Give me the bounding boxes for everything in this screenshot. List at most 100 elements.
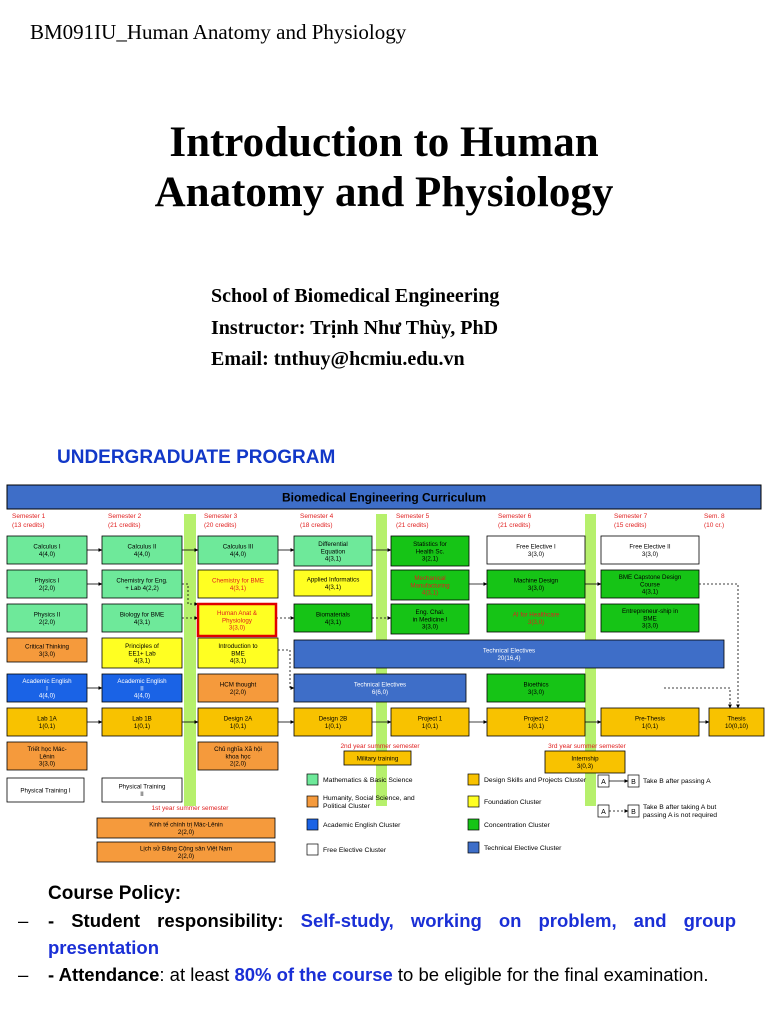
course-label: Health Sc. [416,548,445,555]
course-box [197,569,279,599]
course-label: 1(0,1) [134,723,150,730]
summer-label: 3rd year summer semester [548,743,626,750]
policy-item-label: Attendance [58,964,160,985]
legend-swatch [306,773,319,786]
semester-label: Semester 1 [12,513,46,520]
course-box [197,535,279,565]
course-label: 3(3,0) [528,619,544,626]
course-info: School of Biomedical Engineering Instruc… [211,281,499,376]
summer-label: 1st year summer semester [152,805,230,812]
course-label: 6(6,0) [372,689,388,696]
instructor-name: Instructor: Trịnh Như Thùy, PhD [211,316,499,339]
course-label: Introduction to [218,643,258,650]
course-box [101,535,183,565]
legend-arrow-text: Take B after passing A [643,778,711,785]
policy-item-prefix: - [48,964,59,985]
course-box [197,707,279,737]
course-label: Free Elective II [629,544,671,551]
legend-label: Humanity, Social Science, and [323,795,415,802]
course-box [544,750,626,774]
course-box [197,637,279,669]
course-box [101,637,183,669]
policy-item-prefix: - [48,910,72,931]
course-label: Calculus I [33,544,60,551]
course-policy: Course Policy: –- Student responsibility… [18,880,736,988]
course-label: Differential [318,541,347,548]
course-box [600,535,700,565]
course-box [600,569,700,599]
legend-label: Mathematics & Basic Science [323,777,413,784]
legend-node-label: B [631,809,636,816]
course-label: Design 2B [319,716,348,723]
course-label: AI for Healthcare [513,612,560,619]
course-label: 4(4,0) [230,551,246,558]
coreq-arrow [182,583,199,606]
course-label: BME [231,650,244,657]
course-label: 1(0,1) [325,723,341,730]
curriculum-diagram: Biomedical Engineering CurriculumSemeste… [6,484,765,863]
course-label: Physical Training I [20,787,70,794]
course-box [101,673,183,703]
course-label: Mechanical [414,575,445,582]
course-label: 3(3,0) [528,585,544,592]
course-box [101,603,183,633]
instructor-email: Email: tnthuy@hcmiu.edu.vn [211,348,465,370]
course-label: 4(3,1) [134,619,150,626]
course-label: Equation [321,548,346,555]
course-label: II [140,685,144,692]
course-label: 2(2,0) [178,853,194,860]
course-label: Physiology [222,617,253,624]
legend-arrow-text: Take B after taking A but [643,804,716,811]
course-label: 4(3,1) [325,619,341,626]
course-box [101,569,183,599]
semester-label: Semester 7 [614,513,648,520]
course-box [101,777,183,803]
course-label: Triết học Mác- [27,746,66,753]
course-label: Technical Electives [483,648,535,655]
course-box [6,741,88,771]
semester-credits: (18 credits) [300,522,333,529]
course-label: Statistics for [413,541,447,548]
bullet-dash: – [18,910,29,931]
course-label: Calculus II [128,544,157,551]
legend-swatch [306,818,319,831]
course-label: 4(4,0) [134,551,150,558]
course-box [6,603,88,633]
legend-node-b [627,804,640,818]
course-label: II [140,791,144,798]
course-box [293,535,373,567]
course-label: 2(2,0) [39,585,55,592]
course-label: Free Elective I [516,544,556,551]
page-title: Introduction to Human Anatomy and Physio… [0,118,768,218]
course-label: 3(3,0) [422,624,438,631]
course-box [390,603,470,635]
course-label: 4(4,0) [134,693,150,700]
curriculum-title: Biomedical Engineering Curriculum [282,491,486,505]
semester-credits: (10 cr.) [704,522,724,529]
course-box [196,602,278,638]
course-label: Biomaterials [316,612,350,619]
course-box [293,707,373,737]
course-label: 20(16,4) [497,655,520,662]
course-label: Entrepreneur-ship in [622,608,679,615]
course-label: 3(0,3) [577,763,593,770]
bullet-dash: – [18,964,29,985]
policy-title: Course Policy: [48,883,182,904]
course-label: 10(0,10) [725,723,748,730]
legend-label: Academic English Cluster [323,822,401,829]
course-box [600,603,700,633]
course-box [390,707,470,737]
policy-item-rest: to be eligible for the final examination… [392,964,709,985]
course-label: 4(3,1) [325,556,341,563]
course-label: in Medicine I [413,616,448,623]
program-heading: UNDERGRADUATE PROGRAM [57,447,336,468]
legend-node-label: A [601,779,606,786]
course-label: Pre-Thesis [635,716,665,723]
title-line-1: Introduction to Human [169,119,599,166]
policy-item-responsibility: –- Student responsibility: Self-study, w… [18,907,736,961]
course-label: Thesis [727,716,745,723]
course-box [6,777,85,803]
legend-swatch [467,773,480,786]
course-label: 3(2,1) [422,556,438,563]
course-label: I [46,685,48,692]
